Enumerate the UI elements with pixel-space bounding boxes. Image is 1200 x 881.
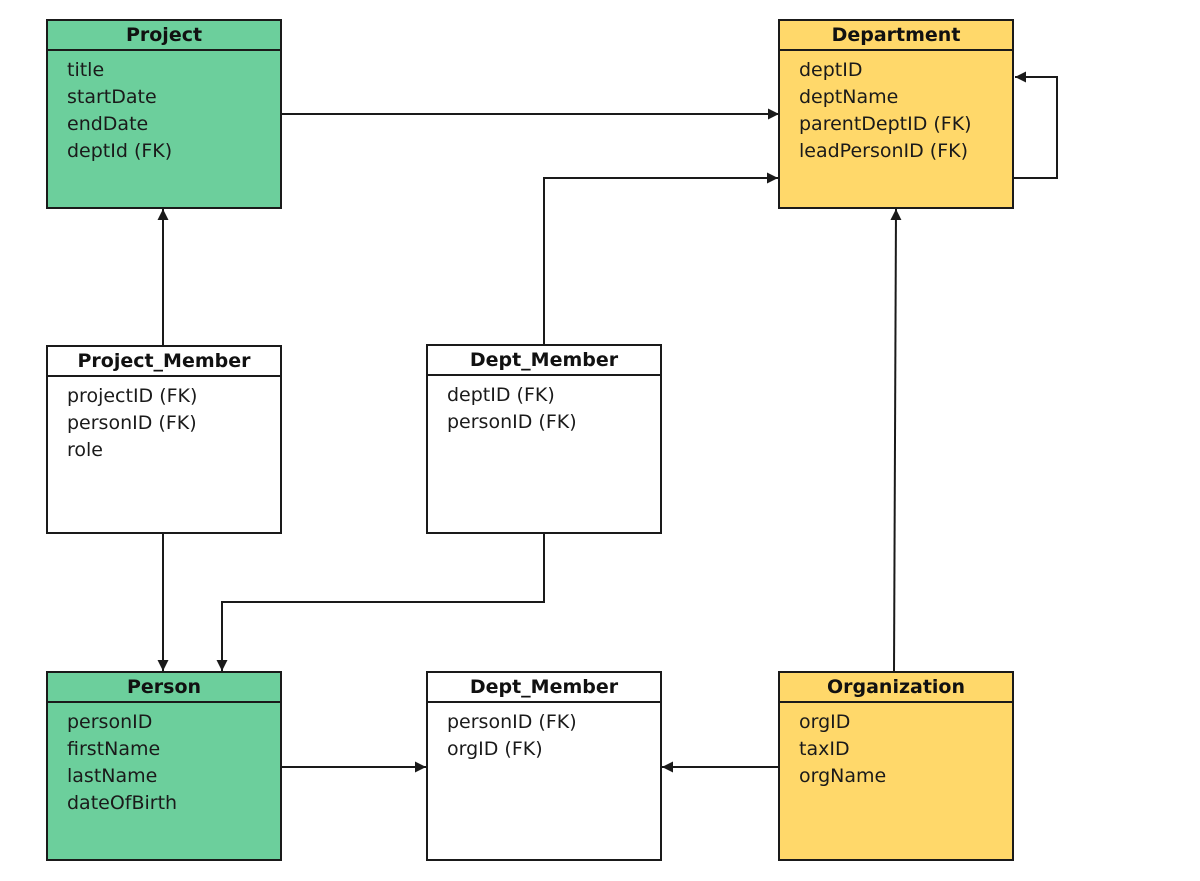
entity-field: deptID (FK) [447,384,555,406]
entity-field: lastName [67,765,158,787]
entity-field: leadPersonID (FK) [799,140,969,162]
entity-field: role [67,439,103,461]
connector-department-self [1013,71,1058,179]
entity-field: personID [67,711,153,733]
entity-field: title [67,59,105,81]
entity-field: deptName [799,86,899,108]
entity-field: deptId (FK) [67,140,173,162]
field-list: deptID (FK) personID (FK) [428,376,660,436]
field-list: deptID deptName parentDeptID (FK) leadPerso… [780,51,1012,165]
connector-organization-to-department [890,208,902,673]
entity-field: deptID [799,59,863,81]
field-list: orgID taxID orgName [780,703,1012,790]
entity-field: startDate [67,86,157,108]
entity-field: orgName [799,765,887,787]
entity-person[interactable]: Person personID firstName lastName dateOfBi… [46,671,282,861]
field-list: projectID (FK) personID (FK) role [48,377,280,464]
entity-title: Person [48,673,280,703]
entity-title: Dept_Member [428,673,660,703]
entity-field: firstName [67,738,161,760]
entity-dept-member[interactable]: Dept_Member deptID (FK) personID (FK) [426,344,662,534]
entity-field: dateOfBirth [67,792,178,814]
field-list: personID firstName lastName dateOfBirth [48,703,280,817]
entity-field: personID (FK) [447,411,577,433]
entity-organization[interactable]: Organization orgID taxID orgName [778,671,1014,861]
entity-title: Project [48,21,280,51]
entity-field: parentDeptID (FK) [799,113,972,135]
entity-field: personID (FK) [447,711,577,733]
entity-dept-member-org[interactable]: Dept_Member personID (FK) orgID (FK) [426,671,662,861]
entity-field: projectID (FK) [67,385,198,407]
entity-title: Project_Member [48,347,280,377]
connector-dept-member-to-person [216,533,545,671]
entity-title: Department [780,21,1012,51]
connector-dept-member-to-department [543,172,778,344]
entity-field: orgID [799,711,851,733]
field-list: personID (FK) orgID (FK) [428,703,660,763]
entity-field: orgID (FK) [447,738,543,760]
entity-department[interactable]: Department deptID deptName parentDeptID (F… [778,19,1014,209]
entity-title: Dept_Member [428,346,660,376]
entity-title: Organization [780,673,1012,703]
field-list: title startDate endDate deptId (FK) [48,51,280,165]
entity-project-member[interactable]: Project_Member projectID (FK) personID (F… [46,345,282,534]
entity-field: taxID [799,738,850,760]
entity-field: endDate [67,113,149,135]
entity-field: personID (FK) [67,412,197,434]
entity-project[interactable]: Project title startDate endDate deptId (FK) [46,19,282,209]
